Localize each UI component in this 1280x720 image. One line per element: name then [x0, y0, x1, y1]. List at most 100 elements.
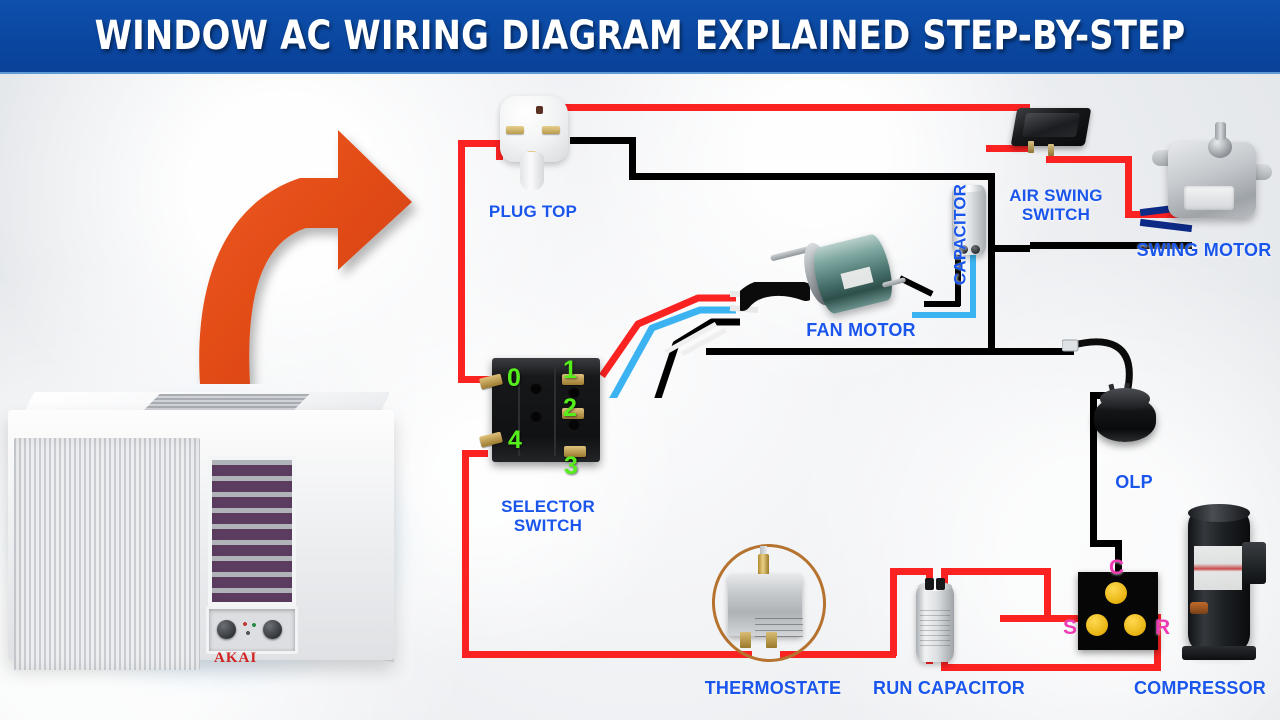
wire-red-runcap-top-rail	[941, 568, 1051, 575]
swing-motor-component	[1152, 122, 1272, 228]
wire-red-runcap-left-riser	[890, 568, 897, 656]
compressor-suction-port	[1190, 602, 1208, 614]
ac-front-grill	[14, 438, 200, 670]
capacitor-body	[952, 185, 986, 255]
olp-component	[1088, 382, 1162, 450]
run-capacitor-terminal-2	[936, 578, 945, 590]
wire-red-to-S-drop	[1044, 568, 1051, 622]
wire-black-right-riser	[988, 173, 995, 355]
compressor-terminal-cover	[1242, 542, 1266, 584]
capacitor-top	[954, 185, 984, 192]
compressor-terminal-S-label: S	[1063, 616, 1078, 639]
thermostat-component[interactable]	[704, 536, 834, 672]
selector-switch-component[interactable]	[478, 352, 610, 468]
run-capacitor-top	[918, 582, 952, 591]
thermostat-body	[728, 574, 803, 640]
wire-red-swing-switch-out	[1046, 156, 1132, 163]
olp-label: OLP	[1115, 472, 1153, 492]
wire-red-bottom-rail-to-thermostat	[462, 651, 752, 658]
plug-pin-neutral	[542, 126, 560, 134]
run-capacitor-component	[916, 578, 954, 664]
capacitor-terminal-2	[971, 245, 980, 254]
air-swing-switch-rocker[interactable]	[1021, 113, 1081, 137]
wire-black-to-swing-motor	[1030, 242, 1192, 249]
wire-black-olp-left-leg	[1090, 392, 1097, 446]
run-capacitor-body	[916, 584, 954, 662]
window-ac-unit: AKAI	[0, 384, 418, 694]
selector-hole-3	[568, 386, 580, 398]
wire-blue-cap-lead-v	[970, 250, 976, 318]
ac-cabinet: AKAI	[8, 410, 394, 670]
run-capacitor-terminal-1	[925, 578, 934, 590]
ac-indicator-lights	[242, 621, 258, 637]
plug-hole	[536, 106, 543, 114]
wire-red-runcap-left-top	[890, 568, 932, 575]
wire-red-top-rail	[560, 104, 1030, 111]
capacitor-terminal-1	[959, 245, 968, 254]
compressor-terminal-C	[1105, 582, 1127, 604]
run-capacitor-nameplate	[920, 610, 950, 646]
ac-air-louvers	[208, 456, 296, 606]
ac-brand-logo: AKAI	[214, 650, 258, 666]
selector-terminal-1-number: 1	[563, 356, 577, 384]
selector-terminal-2-number: 2	[563, 394, 577, 422]
thermostat-terminal-2	[766, 632, 777, 648]
air-swing-switch-pin-2	[1048, 144, 1054, 156]
selector-tab-3	[564, 446, 586, 457]
wire-black-lower-rail	[706, 348, 994, 355]
fan-motor-label: FAN MOTOR	[806, 320, 916, 340]
wire-black-cap-lead-v	[955, 250, 961, 306]
wire-red-selector4-stub	[462, 450, 488, 457]
wire-red-swing-switch-in	[986, 145, 1030, 152]
plug-cable-neck	[520, 152, 544, 190]
wire-black-cap-lead-h	[924, 301, 960, 307]
selector-terminal-0-number: 0	[507, 364, 521, 392]
compressor-component	[1178, 498, 1270, 676]
wire-black-plug-out	[570, 137, 636, 144]
plug-top-label: PLUG TOP	[488, 202, 578, 221]
wire-black-to-olp	[988, 348, 1074, 355]
selector-hole-2	[530, 410, 542, 422]
selector-terminal-4-number: 4	[508, 426, 522, 454]
thermostat-shaft[interactable]	[758, 554, 769, 578]
title-banner: WINDOW AC WIRING DIAGRAM EXPLAINED STEP-…	[0, 0, 1280, 72]
wire-black-olp-drop	[1090, 440, 1097, 546]
plug-pin-live	[506, 126, 524, 134]
wire-red-left-drop	[458, 140, 465, 382]
ac-control-panel	[206, 606, 298, 654]
selector-hole-1	[530, 382, 542, 394]
compressor-label: COMPRESSOR	[1133, 678, 1267, 698]
ac-mode-knob[interactable]	[263, 620, 282, 639]
selector-tab-1	[562, 374, 584, 385]
compressor-terminal-R	[1124, 614, 1146, 636]
compressor-nameplate	[1194, 546, 1242, 590]
selector-terminal-3-number: 3	[564, 452, 578, 480]
wire-red-thermostat-out	[780, 651, 896, 658]
wire-red-plug-corner	[496, 140, 503, 160]
wire-red-swing-drop	[1125, 156, 1132, 218]
compressor-terminal-R-label: R	[1155, 616, 1171, 639]
wire-blue-cap-lead-h	[912, 312, 974, 318]
wire-red-to-swing-motor	[1125, 211, 1187, 218]
compressor-terminal-C-label: C	[1109, 556, 1125, 579]
air-swing-switch-label: AIR SWING SWITCH	[1009, 186, 1103, 224]
wire-red-bottom-to-R	[941, 664, 1161, 671]
air-swing-switch-pin-1	[1028, 141, 1034, 153]
capacitor-component	[952, 185, 986, 263]
thermostat-nameplate	[755, 618, 803, 640]
compressor-top-dome	[1188, 504, 1250, 522]
fanmotor-harness-sleeve	[733, 277, 815, 314]
air-swing-switch-component[interactable]	[1010, 108, 1092, 156]
fanmotor-lower-leads	[660, 318, 770, 358]
swing-motor-hub	[1208, 136, 1232, 158]
selector-tab-2	[562, 408, 584, 419]
selector-switch-label: SELECTOR SWITCH	[501, 497, 595, 535]
wire-red-left-top	[458, 140, 498, 147]
compressor-terminal-S	[1086, 614, 1108, 636]
wire-black-upper-rail	[629, 173, 995, 180]
thermostat-stem-tip	[760, 546, 767, 558]
ac-thermostat-knob[interactable]	[217, 620, 236, 639]
run-capacitor-label: RUN CAPACITOR	[873, 678, 1025, 698]
selector-hole-4	[568, 418, 580, 430]
